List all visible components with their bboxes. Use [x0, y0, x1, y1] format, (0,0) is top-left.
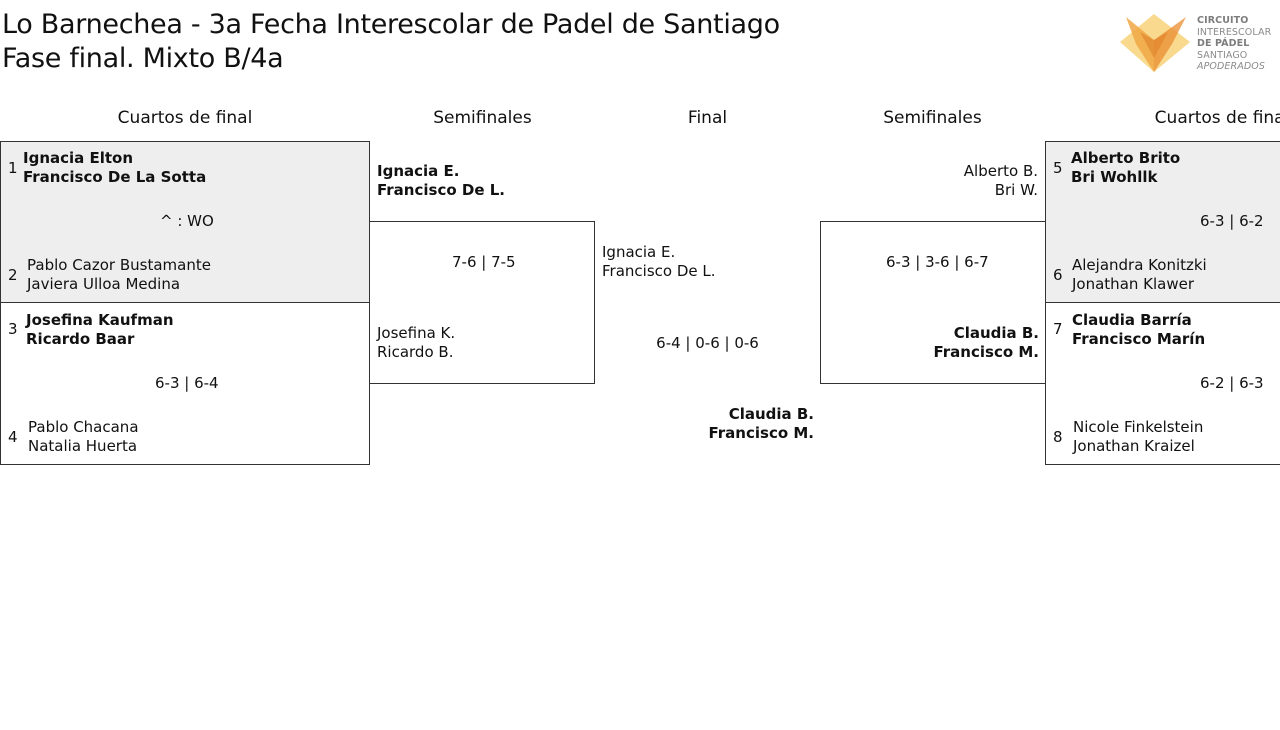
- team-winner: Claudia B. Francisco M.: [861, 324, 1040, 362]
- logo-text: CIRCUITO INTERESCOLAR DE PÁDEL SANTIAGO …: [1197, 15, 1271, 73]
- player-name: Pablo Chacana: [28, 418, 139, 436]
- player-name: Claudia B.: [953, 324, 1039, 342]
- player-name: Pablo Cazor Bustamante: [27, 256, 211, 274]
- seed-number: 8: [1053, 428, 1063, 446]
- match-score: 6-2 | 6-3: [1200, 374, 1264, 392]
- player-name: Francisco De La Sotta: [23, 168, 207, 186]
- team-loser: Pablo Cazor Bustamante Javiera Ulloa Med…: [27, 256, 211, 294]
- match-qf-left-1[interactable]: 1 Ignacia Elton Francisco De La Sotta ^ …: [0, 141, 370, 303]
- team-winner: Ignacia Elton Francisco De La Sotta: [23, 149, 206, 187]
- seed-number: 6: [1053, 266, 1063, 284]
- seed-number: 5: [1053, 159, 1063, 177]
- heading-quarterfinals-left: Cuartos de final: [117, 108, 253, 128]
- final-team-left: Ignacia E. Francisco De L.: [602, 243, 716, 281]
- player-name: Nicole Finkelstein: [1073, 418, 1204, 436]
- logo-line-5: APODERADOS: [1197, 61, 1265, 72]
- team-winner: Alberto Brito Bri Wohllk: [1071, 149, 1180, 187]
- sf-right-team-loser: Alberto B. Bri W.: [860, 162, 1038, 200]
- final-team-winner: Claudia B. Francisco M.: [640, 405, 815, 443]
- player-name: Ignacia E.: [377, 162, 460, 180]
- player-name: Natalia Huerta: [28, 437, 138, 455]
- player-name: Jonathan Klawer: [1072, 275, 1195, 293]
- logo-line-3: DE PÁDEL: [1197, 38, 1250, 49]
- player-name: Javiera Ulloa Medina: [27, 275, 181, 293]
- match-qf-left-2[interactable]: 3 Josefina Kaufman Ricardo Baar 6-3 | 6-…: [0, 302, 370, 465]
- player-name: Jonathan Kraizel: [1073, 437, 1195, 455]
- match-score: 7-6 | 7-5: [452, 253, 516, 271]
- player-name: Ricardo Baar: [26, 330, 135, 348]
- player-name: Claudia B.: [728, 405, 814, 423]
- player-name: Alberto Brito: [1071, 149, 1181, 167]
- logo-line-2: INTERESCOLAR: [1197, 26, 1272, 38]
- seed-number: 4: [8, 428, 18, 446]
- player-name: Josefina K.: [377, 324, 456, 342]
- seed-number: 3: [8, 320, 18, 338]
- page-title: Lo Barnechea - 3a Fecha Interescolar de …: [2, 8, 780, 76]
- heading-semifinals-right: Semifinales: [883, 108, 982, 128]
- heading-semifinals-left: Semifinales: [433, 108, 532, 128]
- player-name: Francisco De L.: [602, 262, 716, 280]
- final-score: 6-4 | 0-6 | 0-6: [656, 334, 759, 352]
- heading-final: Final: [687, 108, 728, 128]
- player-name: Bri Wohllk: [1071, 168, 1158, 186]
- player-name: Alberto B.: [963, 162, 1038, 180]
- team-winner: Josefina Kaufman Ricardo Baar: [26, 311, 174, 349]
- player-name: Ignacia Elton: [23, 149, 134, 167]
- team-loser: Alejandra Konitzki Jonathan Klawer: [1072, 256, 1207, 294]
- circuit-logo: CIRCUITO INTERESCOLAR DE PÁDEL SANTIAGO …: [1118, 14, 1280, 76]
- match-qf-right-1[interactable]: 5 Alberto Brito Bri Wohllk 6-3 | 6-2 6 A…: [1045, 141, 1280, 303]
- player-name: Alejandra Konitzki: [1072, 256, 1207, 274]
- title-line-2: Fase final. Mixto B/4a: [2, 43, 284, 74]
- match-score: 6-3 | 3-6 | 6-7: [886, 253, 989, 271]
- team-loser: Josefina K. Ricardo B.: [377, 324, 455, 362]
- player-name: Francisco M.: [708, 424, 815, 442]
- player-name: Bri W.: [994, 181, 1038, 199]
- player-name: Francisco De L.: [377, 181, 505, 199]
- sf-left-team-winner: Ignacia E. Francisco De L.: [377, 162, 505, 200]
- match-score: 6-3 | 6-2: [1200, 212, 1264, 230]
- heading-quarterfinals-right: Cuartos de final: [1154, 108, 1280, 128]
- fox-logo-icon: [1120, 14, 1190, 72]
- player-name: Ricardo B.: [377, 343, 454, 361]
- player-name: Claudia Barría: [1072, 311, 1192, 329]
- team-winner: Claudia Barría Francisco Marín: [1072, 311, 1205, 349]
- seed-number: 2: [8, 266, 18, 284]
- seed-number: 1: [8, 159, 18, 177]
- logo-line-1: CIRCUITO: [1197, 15, 1249, 26]
- match-sf-left[interactable]: 7-6 | 7-5 Josefina K. Ricardo B.: [369, 221, 595, 384]
- team-loser: Pablo Chacana Natalia Huerta: [28, 418, 139, 456]
- title-line-1: Lo Barnechea - 3a Fecha Interescolar de …: [2, 9, 780, 40]
- match-sf-right[interactable]: 6-3 | 3-6 | 6-7 Claudia B. Francisco M.: [820, 221, 1046, 384]
- team-loser: Nicole Finkelstein Jonathan Kraizel: [1073, 418, 1203, 456]
- player-name: Josefina Kaufman: [26, 311, 174, 329]
- match-score: ^ : WO: [160, 212, 214, 230]
- player-name: Francisco M.: [933, 343, 1040, 361]
- match-qf-right-2[interactable]: 7 Claudia Barría Francisco Marín 6-2 | 6…: [1045, 302, 1280, 465]
- logo-line-4: SANTIAGO: [1197, 49, 1248, 61]
- player-name: Ignacia E.: [602, 243, 676, 261]
- player-name: Francisco Marín: [1072, 330, 1206, 348]
- seed-number: 7: [1053, 320, 1063, 338]
- match-score: 6-3 | 6-4: [155, 374, 219, 392]
